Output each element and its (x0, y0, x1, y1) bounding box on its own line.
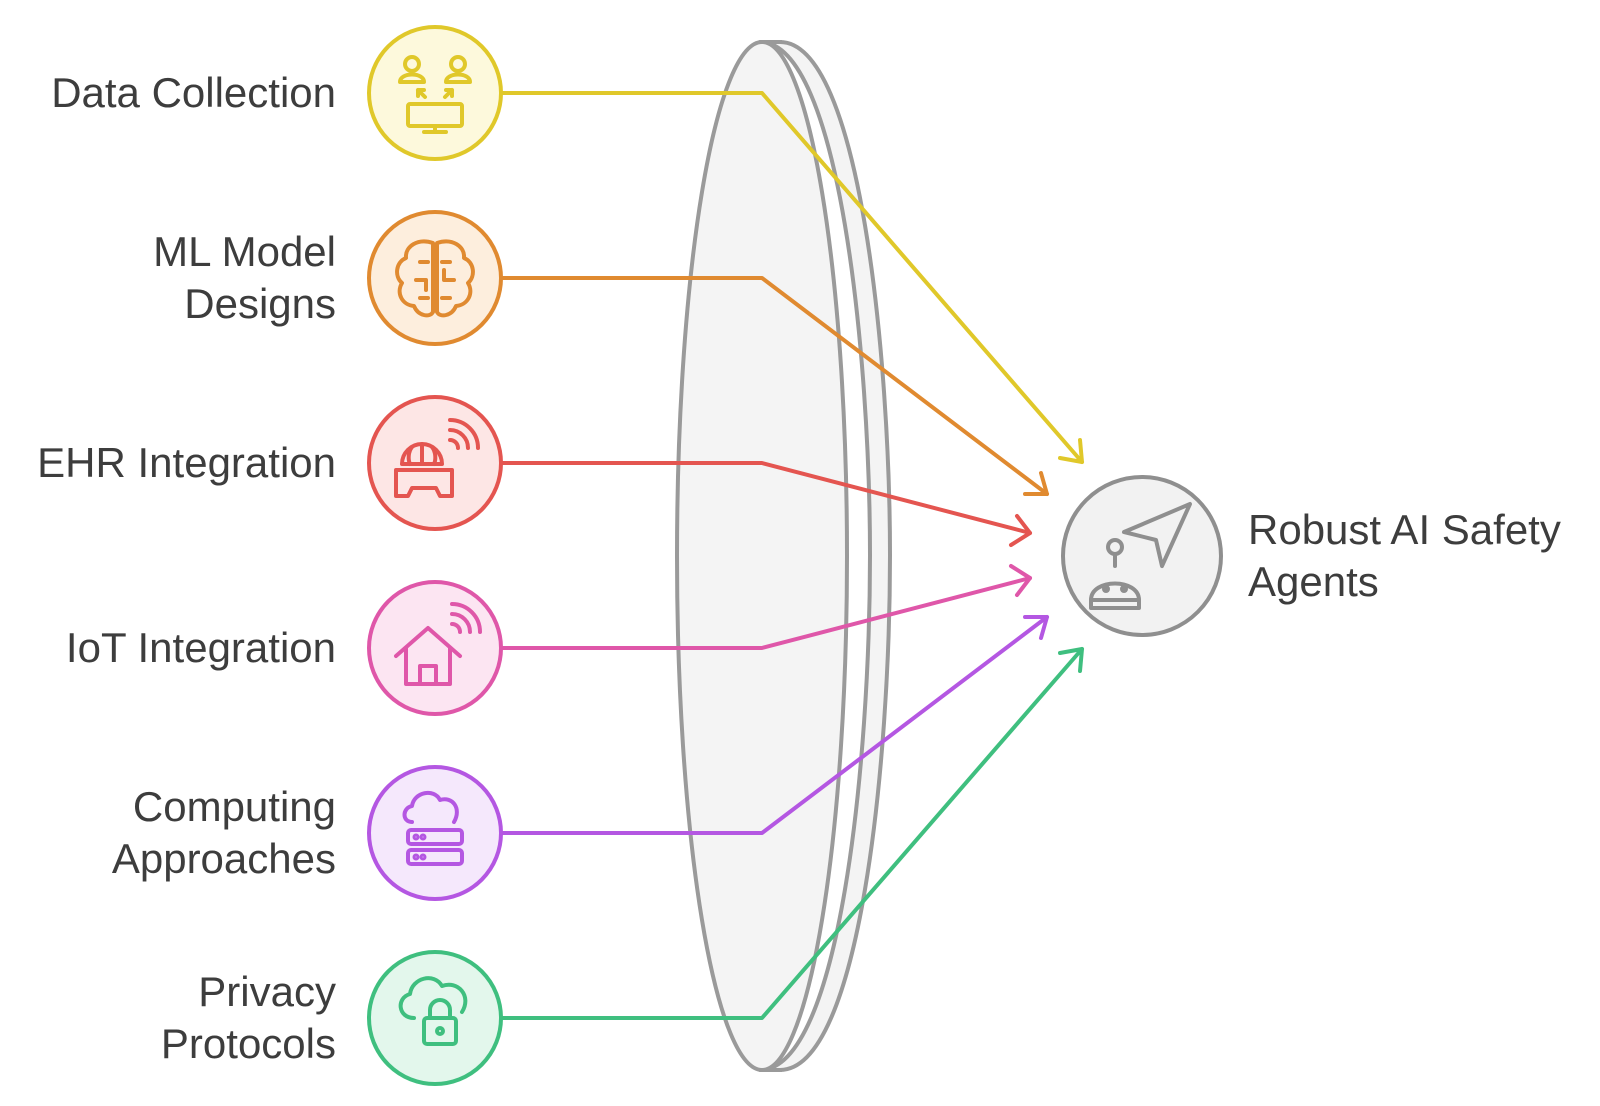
brain-circuit-icon (395, 239, 475, 318)
robot-navigation-icon (1089, 502, 1192, 610)
arrowhead-privacy-protocols (1058, 647, 1084, 673)
label-line: Data Collection (51, 69, 336, 116)
lens-shape (675, 40, 892, 1072)
connector-arrows (500, 91, 1084, 1020)
arrow-computing-approaches (500, 615, 1049, 835)
arrowhead-data-collection (1058, 438, 1084, 464)
users-exchange-monitor-icon (398, 55, 472, 134)
cloud-lock-icon (398, 976, 468, 1046)
label-line: Protocols (161, 1020, 336, 1067)
label-line: Robust AI Safety (1248, 506, 1561, 553)
label-line: Computing (133, 783, 336, 830)
output-circle (1061, 475, 1223, 637)
arrow-data-collection (500, 91, 1084, 464)
label-line: EHR Integration (37, 439, 336, 486)
node-circle (367, 765, 503, 901)
arrowhead-computing-approaches (1023, 615, 1049, 640)
node-circle (367, 25, 503, 161)
arrow-privacy-protocols (500, 647, 1084, 1020)
smart-home-icon (394, 602, 482, 686)
globe-vr-signal-icon (394, 418, 480, 498)
label-line: Privacy (198, 968, 336, 1015)
node-data-collection: Data Collection (51, 25, 503, 161)
node-circle (367, 580, 503, 716)
arrowhead-iot-integration (1009, 564, 1032, 597)
node-ehr-integration: EHR Integration (37, 395, 503, 531)
arrow-iot-integration (500, 576, 1032, 650)
arrow-ehr-integration (500, 461, 1032, 535)
node-label: Data Collection (51, 69, 336, 116)
label-line: ML Model (153, 228, 336, 275)
cloud-server-icon (402, 790, 464, 866)
arrowhead-ehr-integration (1009, 514, 1032, 547)
label-line: Agents (1248, 558, 1379, 605)
node-iot-integration: IoT Integration (66, 580, 503, 716)
node-label: IoT Integration (66, 624, 336, 671)
arrow-ml-model-designs (500, 276, 1049, 496)
label-line: Approaches (112, 835, 336, 882)
label-line: Designs (184, 280, 336, 327)
arrowhead-ml-model-designs (1023, 471, 1049, 496)
node-label: EHR Integration (37, 439, 336, 486)
label-line: IoT Integration (66, 624, 336, 671)
lens-front (675, 40, 849, 1072)
